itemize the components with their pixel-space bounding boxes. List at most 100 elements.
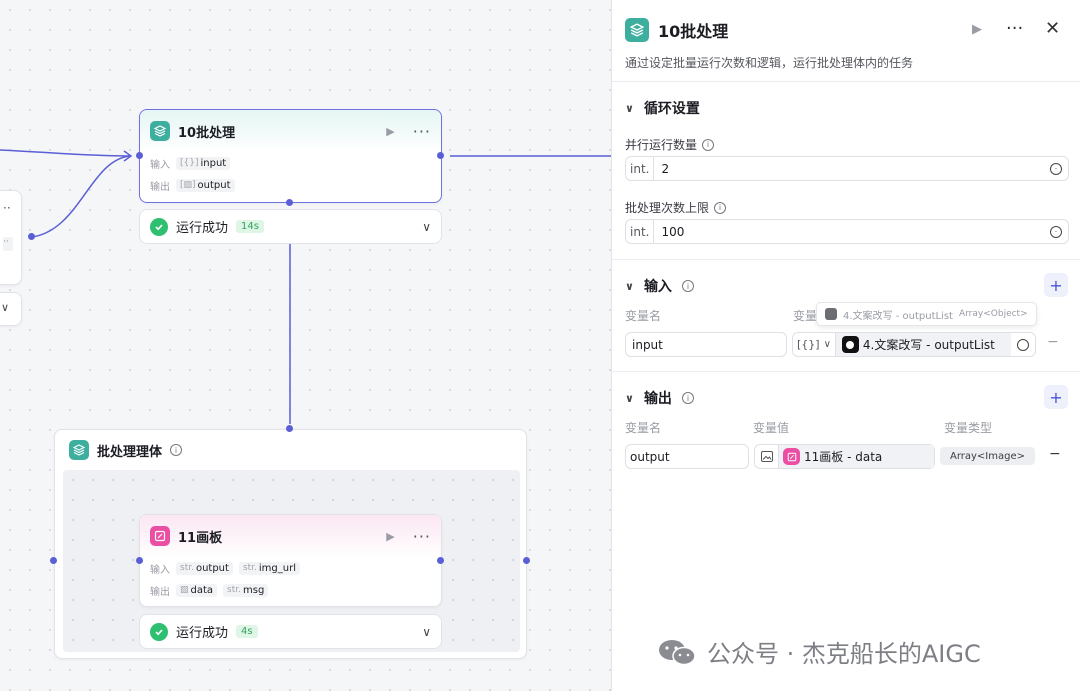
top-port[interactable]: [286, 425, 293, 432]
output-section-header[interactable]: ∨ 输出 i: [625, 388, 694, 408]
status-text: 运行成功: [176, 626, 229, 641]
wechat-icon: [659, 639, 696, 665]
parallel-input[interactable]: int. 2 ·: [625, 156, 1069, 181]
input-row: 输入 [{}]input: [140, 152, 441, 174]
input-chip: str.output: [176, 561, 233, 575]
more-icon[interactable]: ··: [3, 201, 11, 215]
input-label: 输入: [150, 159, 170, 171]
robot-icon: [841, 336, 859, 353]
play-icon[interactable]: ▶: [972, 22, 982, 37]
input-label: 输入: [150, 564, 170, 576]
input-port[interactable]: [136, 557, 143, 564]
draw-node[interactable]: 11画板 ▶ ··· 输入 str.output str.img_url 输出 …: [139, 514, 442, 607]
canvas-icon: [150, 526, 170, 546]
input-section-header[interactable]: ∨ 输入 i: [625, 276, 694, 296]
variable-ref-icon[interactable]: [1017, 338, 1029, 351]
reference-tooltip: 4.文案改写 - outputList Array<Object>: [816, 302, 1037, 326]
limit-input[interactable]: int. 100 ·: [625, 219, 1069, 244]
variable-ref-icon[interactable]: ·: [1050, 162, 1062, 175]
input-var-value-field[interactable]: [{}] ∨ 4.文案改写 - outputList: [792, 332, 1036, 357]
time-badge: 14s: [236, 220, 264, 233]
layers-icon: [625, 18, 649, 42]
remove-output-button[interactable]: −: [1049, 446, 1061, 462]
tooltip-text: 4.文案改写 - outputList: [843, 310, 953, 322]
batch-status-bar[interactable]: 运行成功 14s ∨: [139, 209, 442, 244]
output-type-badge: Array<Image>: [940, 447, 1035, 465]
output-var-value-field[interactable]: 11画板 - data: [754, 444, 935, 469]
output-row: 输出 ▨data str.msg: [140, 579, 441, 601]
parallel-value: 2: [661, 161, 670, 176]
info-icon[interactable]: i: [702, 138, 715, 151]
layers-icon: [150, 121, 170, 141]
panel-title: 10批处理: [658, 22, 729, 41]
chevron-down-icon[interactable]: ∨: [625, 391, 634, 405]
remove-input-button[interactable]: −: [1047, 334, 1059, 350]
chevron-down-icon[interactable]: ∨: [625, 101, 634, 115]
reference-value: 4.文案改写 - outputList: [862, 338, 995, 352]
node-title: 11画板: [178, 530, 223, 546]
input-row: 输入 str.output str.img_url: [140, 557, 441, 579]
draw-status-bar[interactable]: 运行成功 4s ∨: [139, 614, 442, 649]
info-icon[interactable]: i: [681, 280, 694, 292]
partial-status[interactable]: ∨: [0, 292, 22, 326]
time-badge: 4s: [236, 625, 258, 638]
bottom-port[interactable]: [286, 199, 293, 206]
properties-panel: 10批处理 ▶ ··· ✕ 通过设定批量运行次数和逻辑，运行批处理体内的任务 ∨…: [611, 0, 1080, 691]
input-value: input: [200, 157, 227, 169]
image-icon: [755, 445, 779, 468]
chevron-down-icon[interactable]: ∨: [422, 219, 431, 234]
robot-icon: [825, 308, 837, 320]
input-chip: str.img_url: [238, 561, 300, 575]
chevron-down-icon[interactable]: ∨: [1, 301, 10, 314]
partial-node[interactable]: ·· ··: [0, 190, 22, 285]
section-title: 循环设置: [643, 101, 700, 117]
more-icon[interactable]: ···: [1006, 18, 1024, 39]
section-title: 输入: [643, 279, 672, 295]
more-icon[interactable]: ···: [412, 121, 431, 141]
output-port[interactable]: [437, 557, 444, 564]
input-chip: [{}]input: [176, 156, 231, 170]
batch-node[interactable]: 10批处理 ▶ ··· 输入 [{}]input 输出 [▨]output: [139, 109, 442, 203]
body-title: 批处理理体: [97, 444, 163, 460]
input-var-name-field[interactable]: input: [625, 332, 787, 357]
reference-value: 11画板 - data: [804, 450, 883, 464]
type-prefix: int.: [626, 220, 655, 243]
input-port[interactable]: [136, 152, 143, 159]
canvas-icon: [783, 448, 800, 465]
output-label: 输出: [150, 181, 170, 193]
tooltip-type: Array<Object>: [958, 309, 1028, 319]
section-title: 输出: [643, 391, 672, 407]
watermark-text: 公众号 · 杰克船长的AIGC: [707, 640, 981, 668]
type-prefix: int.: [626, 157, 655, 180]
output-port[interactable]: [437, 152, 444, 159]
variable-ref-icon[interactable]: ·: [1050, 225, 1062, 238]
add-input-button[interactable]: +: [1044, 273, 1068, 297]
info-icon[interactable]: i: [170, 444, 183, 456]
play-icon[interactable]: ▶: [386, 529, 395, 543]
limit-value: 100: [661, 224, 685, 239]
more-icon[interactable]: ···: [412, 526, 431, 546]
status-text: 运行成功: [176, 221, 229, 236]
loop-section-header[interactable]: ∨ 循环设置: [625, 98, 700, 118]
image-icon: ▨: [180, 585, 189, 595]
output-row: 输出 [▨]output: [140, 174, 441, 196]
output-chip: str.msg: [223, 583, 269, 597]
chevron-down-icon[interactable]: ∨: [422, 624, 431, 639]
chevron-down-icon[interactable]: ∨: [625, 279, 634, 293]
add-output-button[interactable]: +: [1044, 385, 1068, 409]
output-port[interactable]: [28, 233, 35, 240]
type-prefix[interactable]: [{}]: [797, 338, 820, 351]
output-label: 输出: [150, 586, 170, 598]
chevron-down-icon[interactable]: ∨: [823, 339, 831, 350]
inner-right-port[interactable]: [523, 557, 530, 564]
output-chip: ▨data: [176, 583, 218, 597]
limit-label: 批处理次数上限: [625, 201, 710, 215]
info-icon[interactable]: i: [714, 201, 727, 214]
inner-left-port[interactable]: [50, 557, 57, 564]
play-icon[interactable]: ▶: [386, 124, 395, 138]
info-icon[interactable]: i: [681, 392, 694, 404]
check-circle-icon: [150, 622, 168, 641]
output-var-name-field[interactable]: output: [625, 444, 749, 469]
close-icon[interactable]: ✕: [1045, 18, 1061, 39]
check-circle-icon: [150, 217, 168, 236]
